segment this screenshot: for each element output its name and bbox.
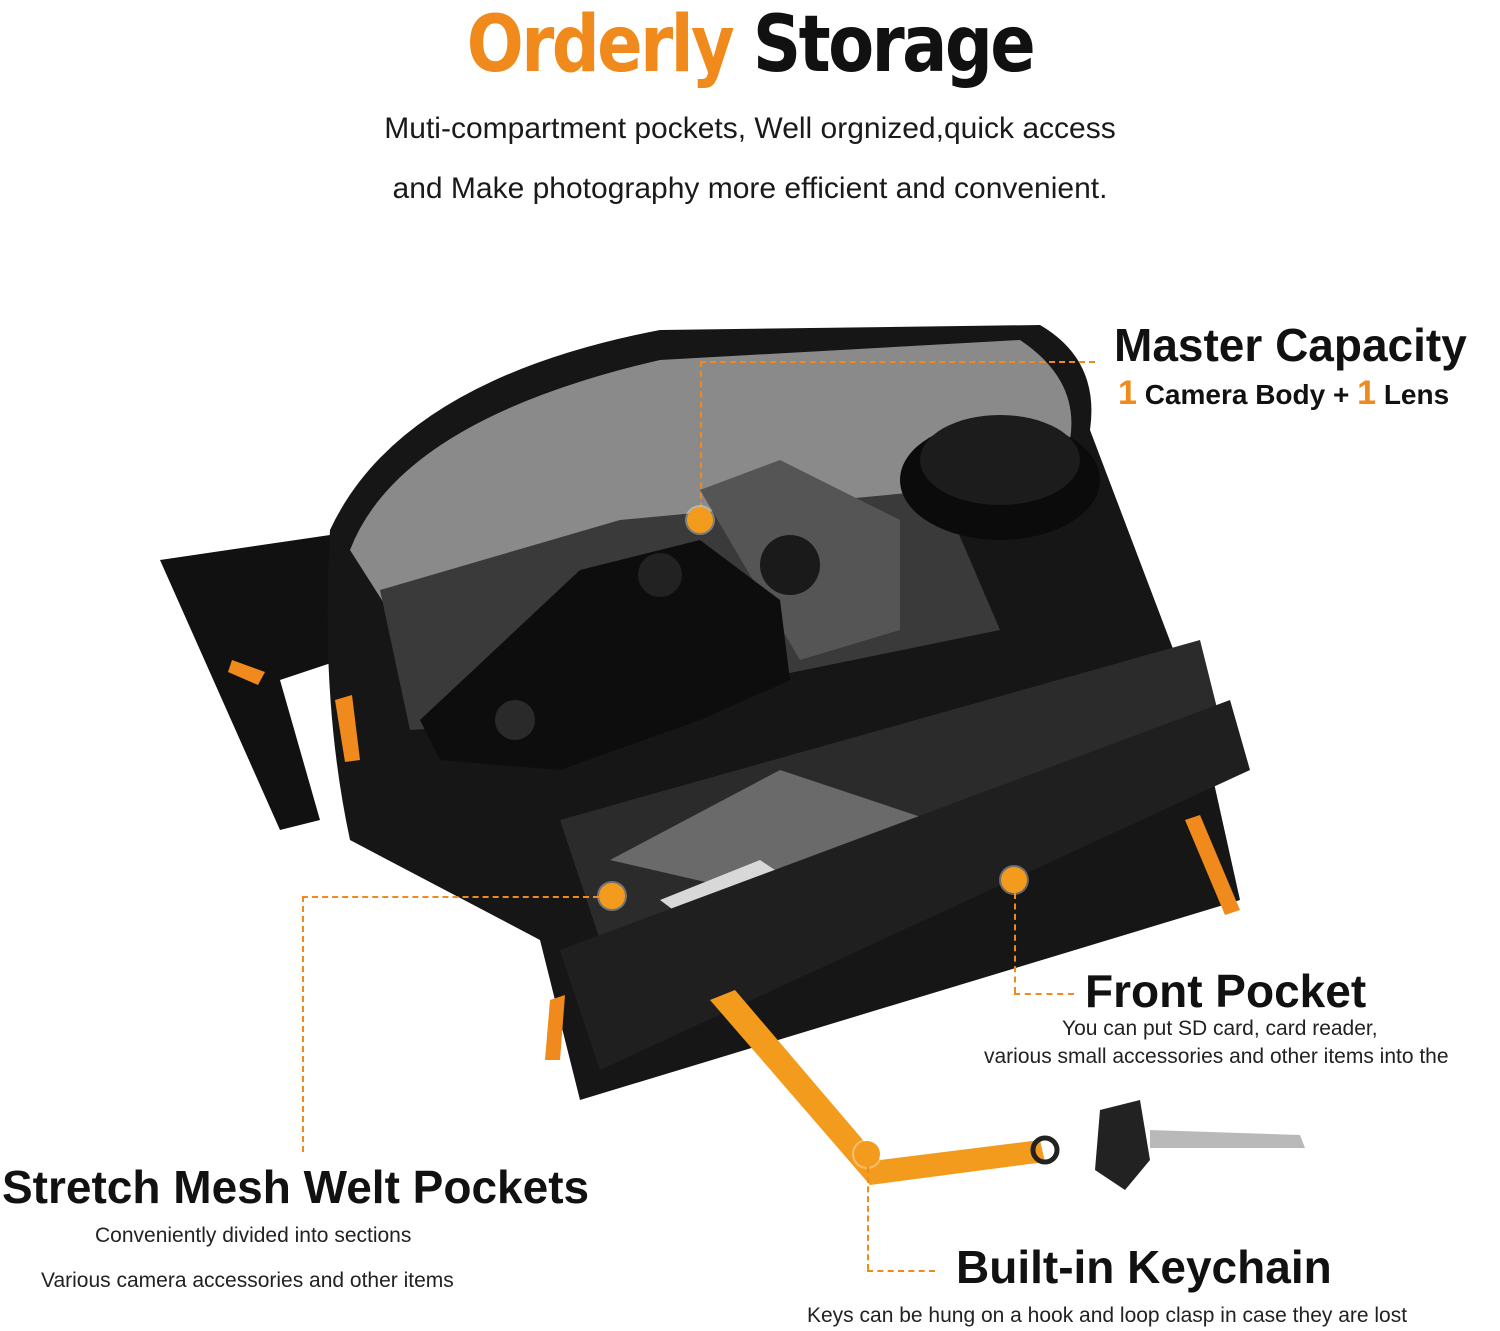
master-text-1: Camera Body + (1144, 379, 1350, 410)
marker-welt-dot (599, 883, 625, 909)
leader-welt-h (302, 896, 599, 898)
key-blade (1150, 1130, 1305, 1148)
callout-master-heading: Master Capacity (1114, 319, 1467, 371)
master-qty-2: 1 (1357, 374, 1377, 412)
callout-keychain-line-1: Keys can be hung on a hook and loop clas… (807, 1304, 1408, 1327)
callout-welt-line-1: Conveniently divided into sections (95, 1224, 412, 1247)
leader-master-v (700, 361, 702, 519)
callout-front-line-2: various small accessories and other item… (984, 1045, 1449, 1068)
leader-keychain-h (867, 1270, 935, 1272)
master-qty-1: 1 (1118, 374, 1137, 412)
leader-master-h (700, 361, 1095, 363)
leader-front-v (1014, 893, 1016, 993)
marker-master-dot (687, 507, 713, 533)
keychain-strap (710, 990, 1045, 1185)
leader-front-h (1014, 993, 1074, 995)
callout-welt-line-2: Various camera accessories and other ite… (41, 1269, 454, 1292)
shoulder-strap (160, 535, 370, 830)
subtitle-line-1: Muti-compartment pockets, Well orgnized,… (384, 112, 1116, 145)
key-fob (1095, 1100, 1150, 1190)
callout-master-detail: 1 Camera Body + 1 Lens (1118, 374, 1449, 413)
marker-keychain-dot (854, 1141, 880, 1167)
page-title: Orderly Storage (105, 0, 1395, 90)
marker-front-dot (1001, 867, 1027, 893)
callout-welt-heading: Stretch Mesh Welt Pockets (2, 1161, 590, 1213)
callout-keychain-heading: Built-in Keychain (956, 1241, 1332, 1293)
title-word-black: Storage (752, 0, 1036, 90)
subtitle-line-2: and Make photography more efficient and … (392, 172, 1108, 205)
product-image (160, 325, 1305, 1190)
leader-welt-v (302, 896, 304, 1152)
callout-front-heading: Front Pocket (1085, 965, 1367, 1017)
callout-front-line-1: You can put SD card, card reader, (1062, 1017, 1378, 1040)
master-text-2: Lens (1383, 379, 1450, 410)
title-word-orange: Orderly (466, 0, 735, 90)
leader-keychain-v (867, 1167, 869, 1270)
